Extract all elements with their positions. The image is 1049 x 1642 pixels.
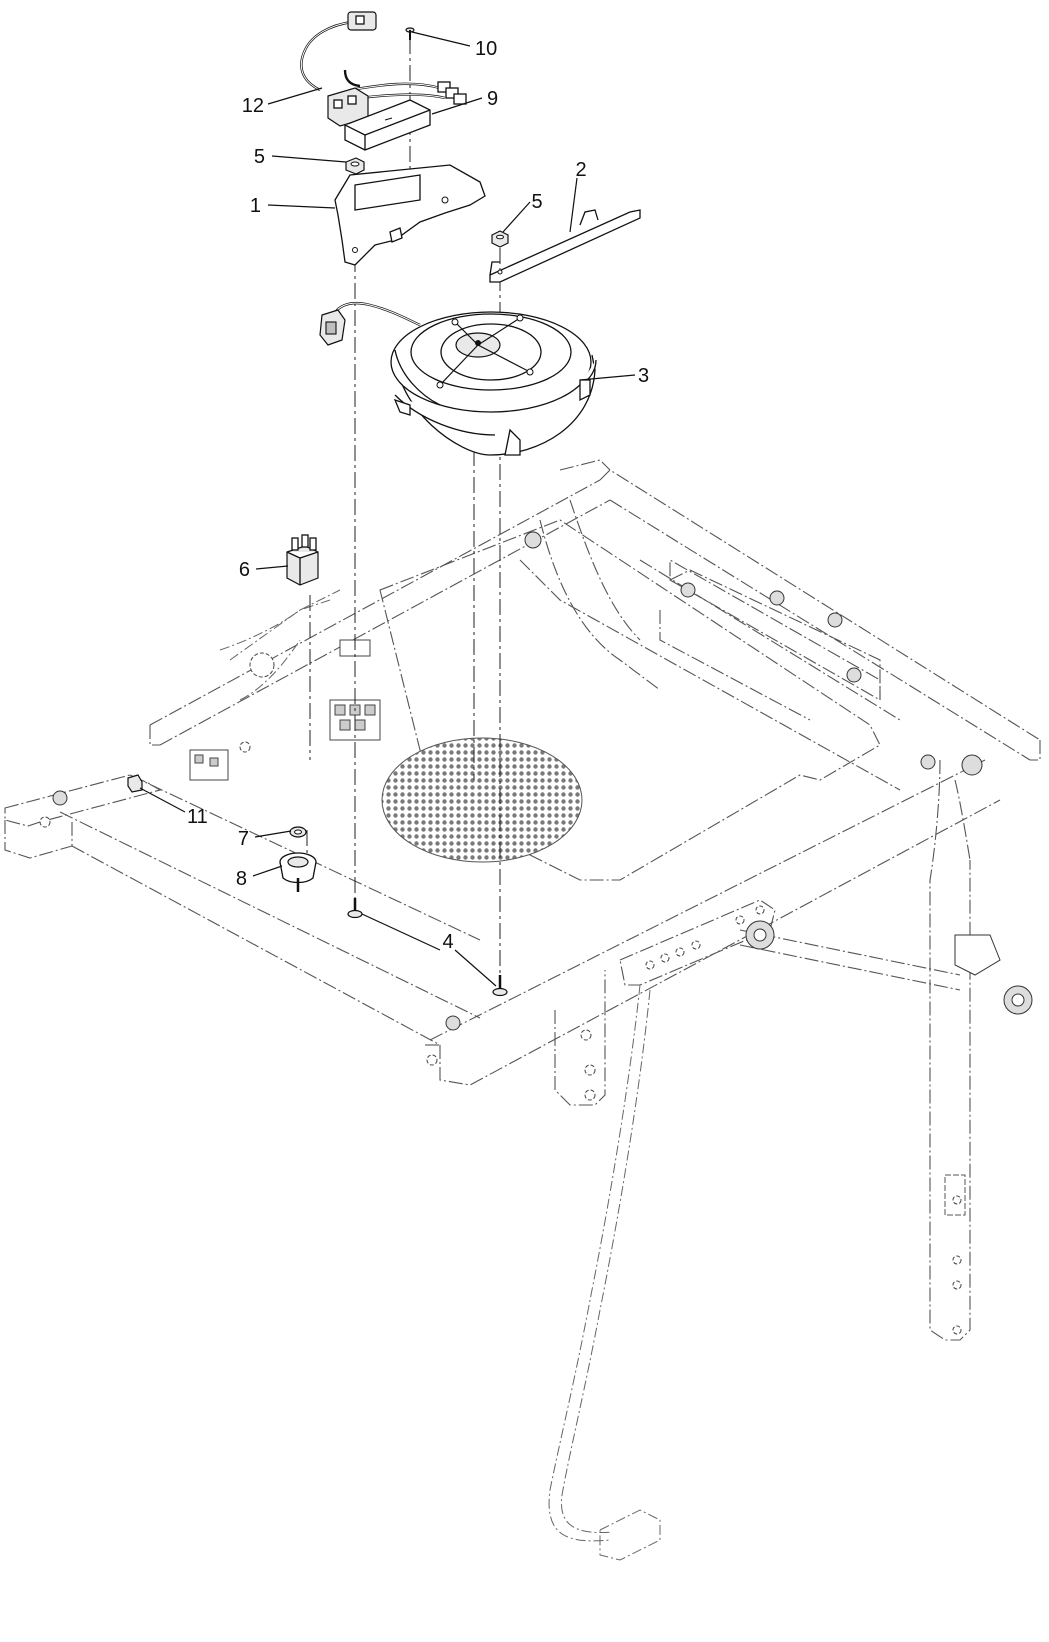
part-8-knob [279,852,317,892]
frame-hardware [39,531,1033,1335]
callout-5-left: 5 [254,146,265,168]
part-9-controller [344,99,431,151]
callout-7: 7 [238,828,249,850]
callout-12: 12 [242,95,264,117]
part-1-bracket [334,164,486,266]
part-11-connector [127,774,143,793]
part-5-nut [345,157,365,175]
callout-5-right: 5 [531,191,542,213]
callout-11: 11 [187,806,208,828]
callout-10: 10 [475,38,497,60]
callout-3: 3 [638,365,649,387]
part-4-screw-right [492,975,508,997]
part-7-washer [289,826,307,838]
phantom-seat-frame [4,459,1041,1561]
leader-lines [139,31,636,987]
part-4-screw-left [347,898,363,919]
part-3-fan [319,302,597,456]
part-10-screw [405,27,415,40]
callout-9: 9 [487,88,498,110]
part-12-harness [300,11,467,127]
callout-1: 1 [250,195,261,217]
callout-labels: 1 2 3 4 4 5 5 6 7 8 9 10 11 12 [187,38,649,953]
part-5-nut-right [491,230,509,248]
callout-8: 8 [236,868,247,890]
part-2-bar [489,209,641,283]
callout-4: 4 [442,931,453,953]
part-6-relay [286,534,319,586]
callout-6: 6 [239,559,250,581]
callout-2: 2 [575,159,586,181]
seat-mesh-vent [381,737,583,863]
